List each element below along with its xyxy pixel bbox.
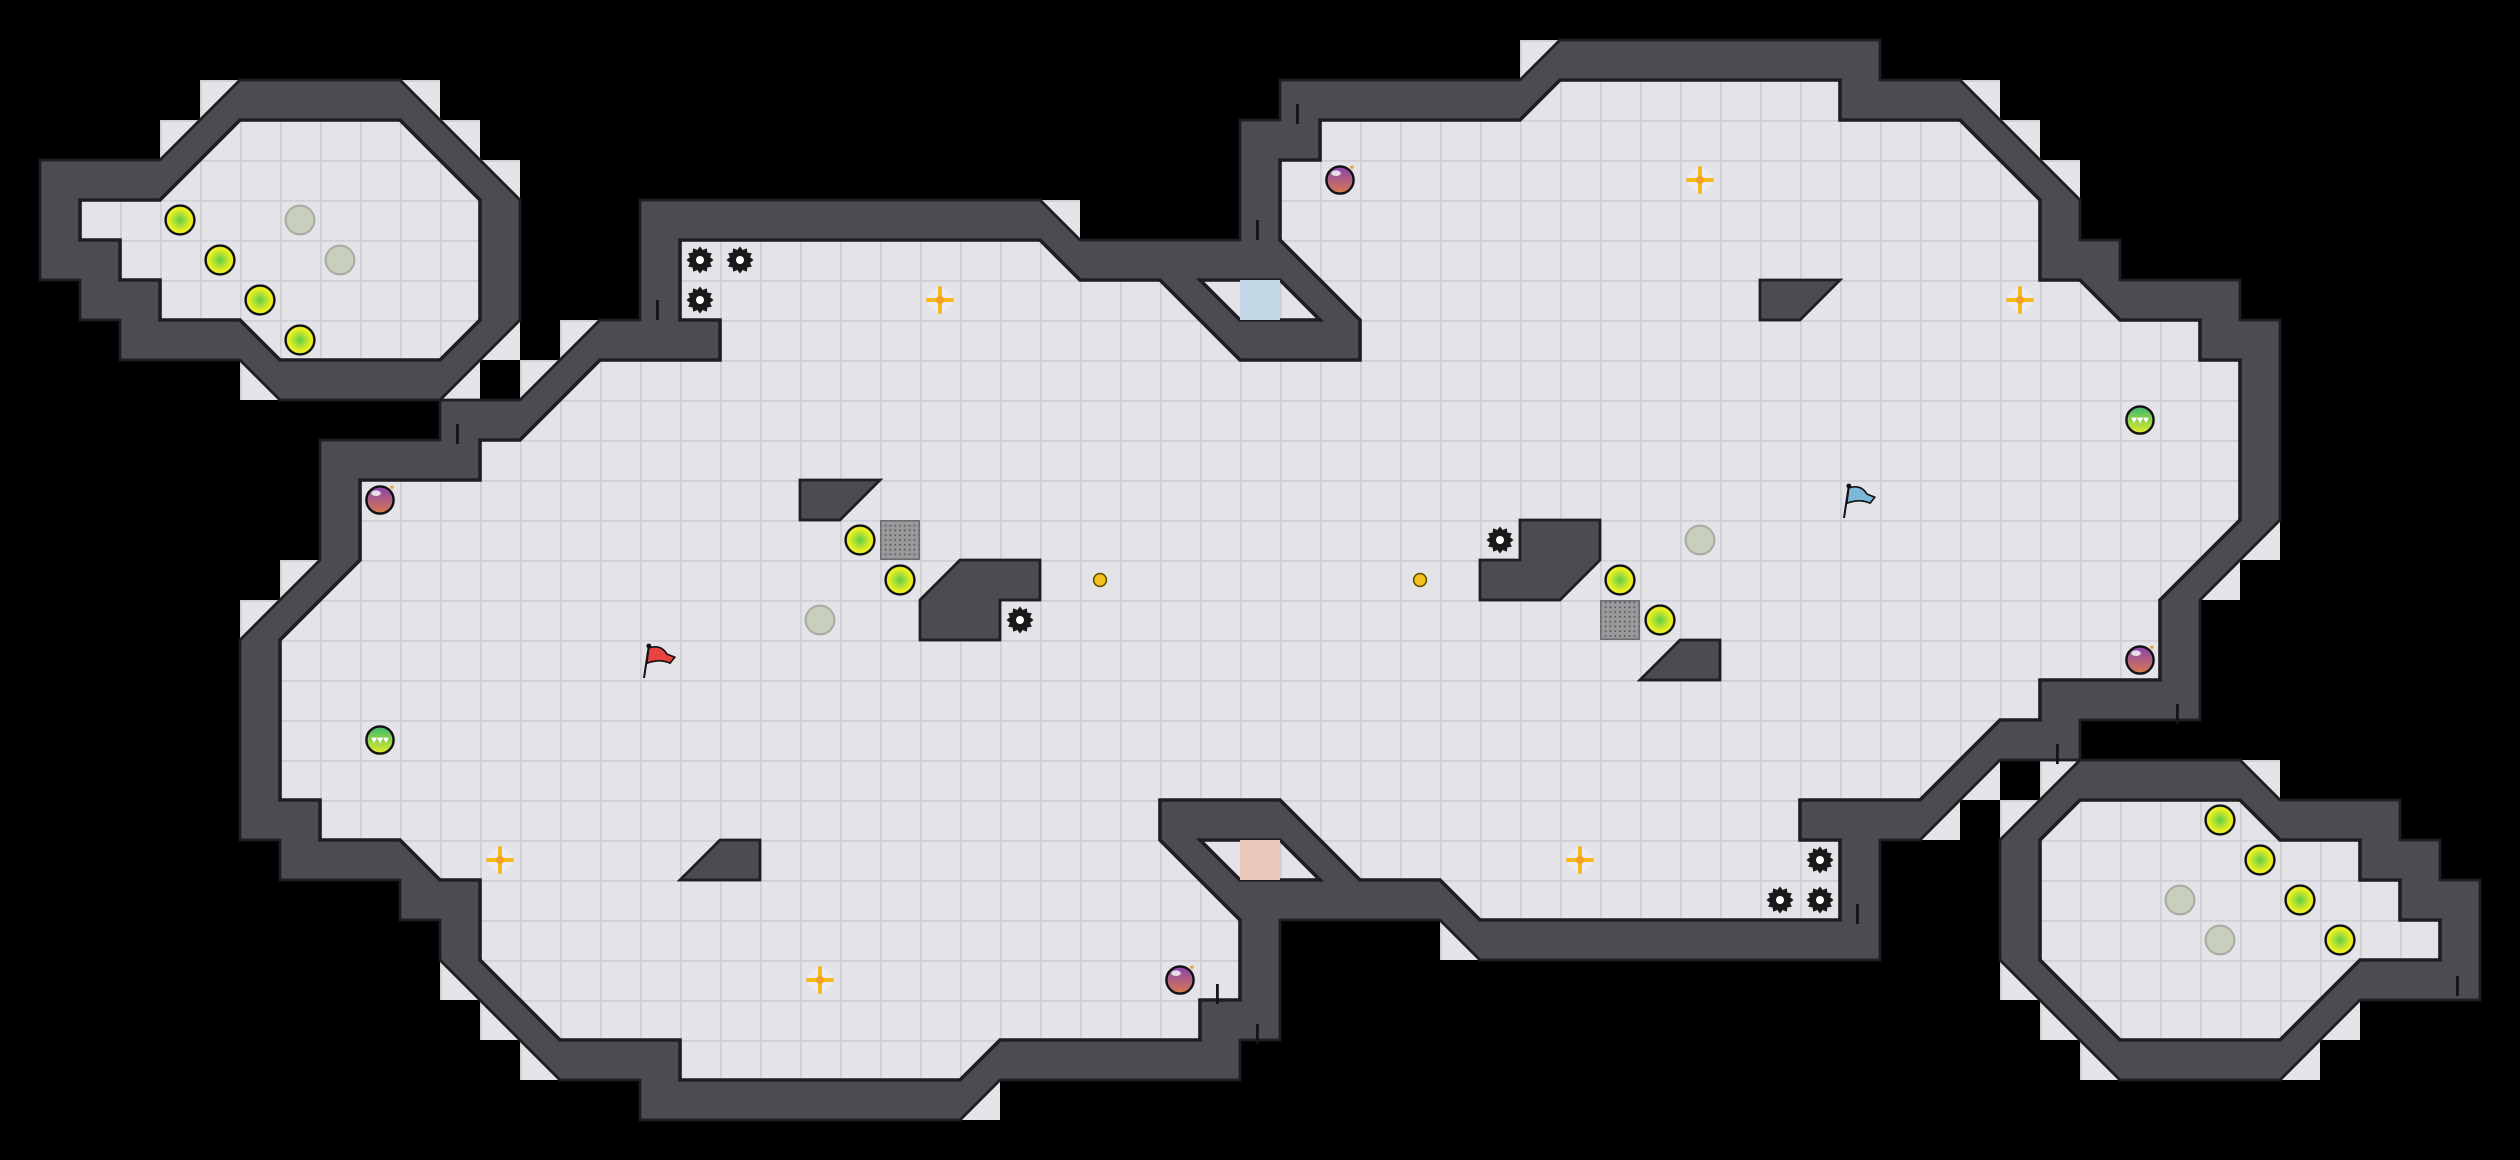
orb-body xyxy=(1325,165,1355,195)
boost-inactive-icon xyxy=(1684,524,1716,556)
spike-center xyxy=(696,296,704,304)
spike-icon xyxy=(686,286,714,314)
spike-icon xyxy=(1766,886,1794,914)
boost-icon xyxy=(844,524,876,556)
orb-body xyxy=(365,485,395,515)
boost-inactive-icon xyxy=(2204,924,2236,956)
spike-center xyxy=(1776,896,1784,904)
cross-pad-icon xyxy=(486,846,514,874)
flag-cloth xyxy=(645,646,677,665)
wall-seam xyxy=(656,300,659,320)
orb-fuse xyxy=(1350,165,1354,169)
boost-icon xyxy=(2324,924,2356,956)
spike-icon xyxy=(686,246,714,274)
orb-fuse xyxy=(1190,965,1194,969)
obstacles-layer xyxy=(456,104,2459,1044)
cross-pad-icon xyxy=(1686,166,1714,194)
entities-layer xyxy=(164,165,2356,995)
pad-center xyxy=(1696,176,1704,184)
wall-block xyxy=(1758,278,1844,322)
spike-icon xyxy=(1806,886,1834,914)
cross-pad-icon xyxy=(1566,846,1594,874)
boost-icon xyxy=(1604,564,1636,596)
grate-tile xyxy=(880,520,921,561)
wall-seam xyxy=(1256,1024,1259,1044)
wall-block xyxy=(798,478,884,522)
blue-flag-icon xyxy=(1843,483,1877,519)
red-gate-tile xyxy=(1240,840,1280,880)
floor-layer xyxy=(78,78,2442,1082)
gold-dot-icon xyxy=(1412,572,1428,588)
orb-shine xyxy=(2131,650,2141,656)
spike-center xyxy=(696,256,704,264)
cross-pad-icon xyxy=(2006,286,2034,314)
spike-center xyxy=(1816,856,1824,864)
boost-icon xyxy=(284,324,316,356)
boost-inactive-icon xyxy=(2164,884,2196,916)
boost-icon xyxy=(164,204,196,236)
wall-seam xyxy=(2176,704,2179,724)
boost-icon xyxy=(884,564,916,596)
orb-body xyxy=(2125,645,2155,675)
pad-center xyxy=(1576,856,1584,864)
juke-orb-icon xyxy=(365,725,395,755)
red-flag-icon xyxy=(643,643,677,679)
orb-body xyxy=(1165,965,1195,995)
boost-inactive-icon xyxy=(324,244,356,276)
spike-icon xyxy=(1006,606,1034,634)
wall-block xyxy=(1636,638,1722,682)
pad-center xyxy=(496,856,504,864)
boost-icon xyxy=(1644,604,1676,636)
east-room-floor xyxy=(2038,798,2442,1042)
wall-block xyxy=(918,558,1042,642)
wall-seam xyxy=(1856,904,1859,924)
wall-seam xyxy=(1296,104,1299,124)
wall-seam xyxy=(1216,984,1219,1004)
wall-block xyxy=(676,838,762,882)
spike-icon xyxy=(726,246,754,274)
pad-center xyxy=(816,976,824,984)
spike-center xyxy=(1496,536,1504,544)
orb-shine xyxy=(1331,170,1341,176)
cross-pad-icon xyxy=(926,286,954,314)
spike-icon xyxy=(1486,526,1514,554)
spike-center xyxy=(736,256,744,264)
boost-icon xyxy=(2204,804,2236,836)
west-room-floor xyxy=(78,118,482,362)
boost-icon xyxy=(244,284,276,316)
cross-pad-icon xyxy=(806,966,834,994)
orb-shine xyxy=(1171,970,1181,976)
orb-fuse xyxy=(2150,645,2154,649)
orb-fuse xyxy=(390,485,394,489)
main-arena-floor xyxy=(278,78,2242,1082)
purple-orb-icon xyxy=(2125,645,2155,675)
pad-center xyxy=(936,296,944,304)
spike-center xyxy=(1816,896,1824,904)
grate-tile xyxy=(1600,600,1641,641)
boost-icon xyxy=(2244,844,2276,876)
wall-block xyxy=(1478,518,1602,602)
flag-cloth xyxy=(1845,486,1877,505)
spike-icon xyxy=(1806,846,1834,874)
orb-shine xyxy=(371,490,381,497)
spike-center xyxy=(1016,616,1024,624)
pad-center xyxy=(2016,296,2024,304)
purple-orb-icon xyxy=(1325,165,1355,195)
orb-marks xyxy=(371,737,389,744)
boost-inactive-icon xyxy=(284,204,316,236)
gold-dot-icon xyxy=(1092,572,1108,588)
purple-orb-icon xyxy=(365,485,395,515)
blue-gate-tile xyxy=(1240,280,1280,320)
boost-inactive-icon xyxy=(804,604,836,636)
juke-orb-icon xyxy=(2125,405,2155,435)
boost-icon xyxy=(2284,884,2316,916)
boost-icon xyxy=(204,244,236,276)
purple-orb-icon xyxy=(1165,965,1195,995)
wall-seam xyxy=(2456,976,2459,996)
orb-marks xyxy=(2131,417,2149,424)
wall-seam xyxy=(1256,220,1259,240)
wall-seam xyxy=(456,424,459,444)
wall-seam xyxy=(2056,744,2059,764)
